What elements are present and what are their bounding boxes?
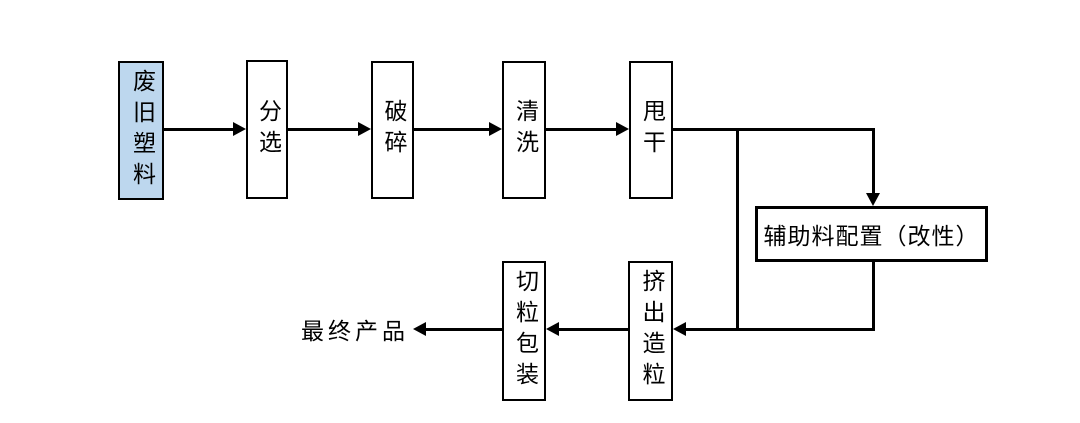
edge-spindry-to-auxiliary-hline [672, 128, 875, 131]
node-spin-dry: 甩干 [629, 61, 673, 199]
node-crushing: 破碎 [371, 61, 414, 199]
edge-washing-to-spindry-line [545, 128, 618, 131]
edge-crushing-to-washing-line [413, 128, 491, 131]
arrow-left-icon [413, 322, 426, 336]
edge-extrusion-to-cutting-line [557, 328, 628, 331]
node-waste-plastic: 废旧塑料 [118, 61, 164, 200]
edge-spindry-to-auxiliary-vline [872, 128, 875, 195]
edge-spindry-bypass-vline [736, 128, 739, 331]
arrow-down-icon [866, 193, 880, 206]
edge-cutting-to-final-line [424, 328, 502, 331]
arrow-right-icon [616, 122, 629, 136]
edge-sorting-to-crushing-line [287, 128, 360, 131]
edge-waste-to-sorting-line [163, 128, 235, 131]
arrow-right-icon [358, 122, 371, 136]
node-auxiliary-material-config: 辅助料配置（改性） [755, 206, 988, 262]
edge-auxiliary-to-extrusion-vline [872, 261, 875, 331]
node-sorting: 分选 [246, 60, 288, 199]
arrow-right-icon [233, 122, 246, 136]
arrow-left-icon [673, 322, 686, 336]
node-washing: 清洗 [502, 61, 546, 199]
arrow-right-icon [489, 122, 502, 136]
node-extrusion-granulation: 挤出造粒 [628, 261, 673, 401]
final-product-label: 最终产品 [301, 319, 409, 345]
node-cutting-packaging: 切粒包装 [502, 261, 546, 401]
edge-auxiliary-to-extrusion-hline [686, 328, 875, 331]
arrow-left-icon [546, 322, 559, 336]
